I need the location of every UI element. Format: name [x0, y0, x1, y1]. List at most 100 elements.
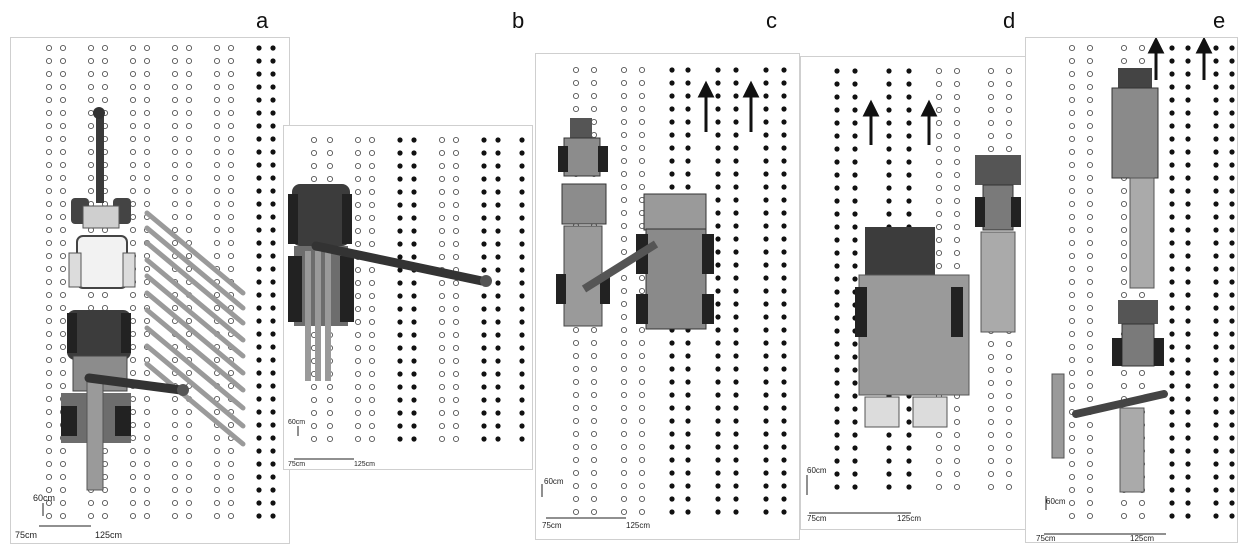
plant-mark	[781, 197, 787, 203]
plant-mark	[781, 223, 787, 229]
plant-mark	[213, 434, 221, 442]
plant-mark	[572, 105, 580, 113]
plant-mark	[143, 83, 151, 91]
plant-mark	[733, 418, 739, 424]
plant-mark	[143, 135, 151, 143]
plant-mark	[481, 163, 487, 169]
plant-mark	[781, 340, 787, 346]
plant-mark	[715, 353, 721, 359]
plant-mark	[1086, 486, 1094, 494]
narrow-gap-label: 75cm	[1036, 534, 1056, 543]
plant-mark	[781, 145, 787, 151]
plant-mark	[620, 79, 628, 87]
plant-mark	[270, 305, 276, 311]
plant-mark	[685, 158, 691, 164]
plant-mark	[1068, 252, 1076, 260]
plant-mark	[1169, 110, 1175, 116]
plant-mark	[1185, 266, 1191, 272]
plant-mark	[452, 383, 460, 391]
plant-mark	[1005, 418, 1013, 426]
plant-mark	[59, 512, 67, 520]
plant-mark	[953, 249, 961, 257]
plant-mark	[834, 393, 840, 399]
tractor	[1051, 300, 1168, 493]
plant-mark	[715, 158, 721, 164]
plant-mark	[270, 487, 276, 493]
plant-mark	[1086, 57, 1094, 65]
plant-mark	[620, 443, 628, 451]
plant-mark	[1120, 226, 1128, 234]
plant-mark	[781, 288, 787, 294]
plant-mark	[143, 148, 151, 156]
plant-mark	[715, 145, 721, 151]
plant-mark	[906, 471, 912, 477]
plant-mark	[852, 484, 858, 490]
plant-mark	[397, 319, 403, 325]
plant-mark	[669, 392, 675, 398]
plant-mark	[685, 132, 691, 138]
plant-mark	[1068, 291, 1076, 299]
plant-mark	[438, 188, 446, 196]
plant-mark	[669, 80, 675, 86]
plant-mark	[763, 223, 769, 229]
plant-mark	[1229, 123, 1235, 129]
plant-mark	[270, 331, 276, 337]
plant-mark	[1086, 343, 1094, 351]
plant-mark	[45, 486, 53, 494]
plant-mark	[495, 202, 501, 208]
plant-mark	[59, 291, 67, 299]
plant-mark	[45, 57, 53, 65]
plant-mark	[438, 396, 446, 404]
plant-mark	[781, 249, 787, 255]
plant-mark	[171, 447, 179, 455]
plant-mark	[1086, 148, 1094, 156]
plant-mark	[1169, 318, 1175, 324]
scale-bar-c: 60cm 75cm 125cm	[541, 477, 650, 530]
plant-mark	[733, 184, 739, 190]
plant-mark	[256, 474, 262, 480]
plant-mark	[452, 201, 460, 209]
plant-mark	[87, 57, 95, 65]
plant-mark	[1229, 227, 1235, 233]
plant-mark	[519, 150, 525, 156]
plant-mark	[185, 421, 193, 429]
plant-mark	[354, 201, 362, 209]
plant-mark	[763, 249, 769, 255]
plant-mark	[270, 383, 276, 389]
plant-mark	[1213, 474, 1219, 480]
plant-mark	[213, 122, 221, 130]
plant-mark	[213, 135, 221, 143]
plant-mark	[834, 198, 840, 204]
plant-mark	[397, 189, 403, 195]
plant-mark	[1120, 252, 1128, 260]
plant-mark	[685, 379, 691, 385]
plant-mark	[1213, 45, 1219, 51]
plant-mark	[669, 119, 675, 125]
plant-mark	[620, 378, 628, 386]
plant-mark	[781, 379, 787, 385]
plant-mark	[1068, 161, 1076, 169]
plant-mark	[715, 119, 721, 125]
plant-mark	[87, 187, 95, 195]
plant-mark	[715, 301, 721, 307]
plant-mark	[987, 93, 995, 101]
plant-mark	[519, 280, 525, 286]
plant-mark	[438, 318, 446, 326]
plant-mark	[572, 417, 580, 425]
plant-mark	[270, 45, 276, 51]
plant-mark	[638, 469, 646, 477]
plant-mark	[129, 44, 137, 52]
plant-mark	[438, 422, 446, 430]
plant-mark	[781, 80, 787, 86]
plant-mark	[1005, 405, 1013, 413]
plant-mark	[638, 378, 646, 386]
plant-mark	[852, 367, 858, 373]
plant-mark	[368, 201, 376, 209]
plant-mark	[310, 162, 318, 170]
narrow-gap-label: 75cm	[288, 461, 305, 468]
plant-mark	[213, 512, 221, 520]
plant-mark	[495, 371, 501, 377]
plant-mark	[1213, 448, 1219, 454]
plant-mark	[45, 382, 53, 390]
plant-mark	[572, 404, 580, 412]
